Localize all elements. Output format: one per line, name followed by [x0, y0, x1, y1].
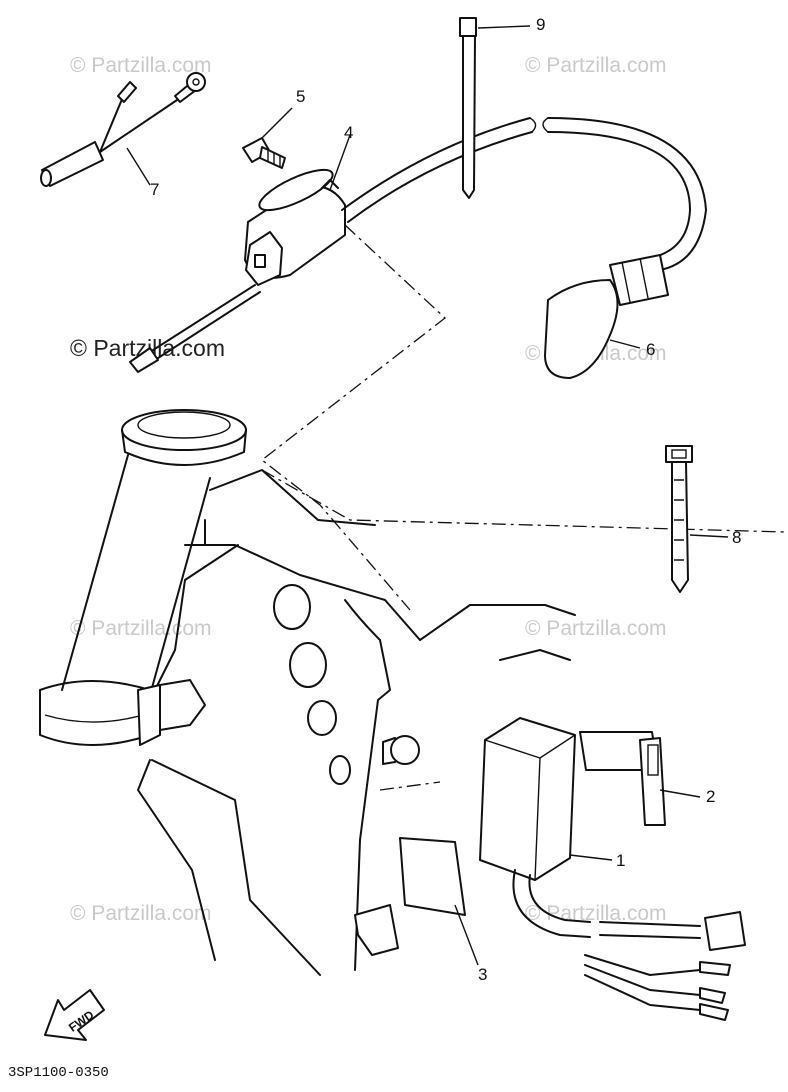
callouts: 1 2 3 4 5 6 7 8 9: [150, 15, 741, 984]
frame: [39, 409, 576, 976]
assembly-leaders: [260, 224, 786, 791]
callout-8: 8: [732, 528, 741, 547]
part-9-cable-tie: [459, 17, 531, 199]
part-6-plug-cap: [544, 254, 669, 379]
watermark: © Partzilla.com: [70, 902, 212, 925]
watermark: © Partzilla.com: [525, 617, 667, 640]
watermark: © Partzilla.com: [70, 54, 212, 77]
callout-3: 3: [478, 965, 487, 984]
arrow-left-down-icon: [44, 989, 105, 1041]
callout-9: 9: [536, 15, 545, 34]
part-3-pad: [399, 837, 479, 966]
callout-7: 7: [150, 180, 159, 199]
callout-1: 1: [616, 851, 625, 870]
watermarks: © Partzilla.com © Partzilla.com © Partzi…: [70, 54, 667, 925]
callout-4: 4: [344, 123, 353, 142]
callout-5: 5: [296, 87, 305, 106]
part-2-clamp: [579, 731, 701, 826]
watermark: © Partzilla.com: [525, 54, 667, 77]
watermark: © Partzilla.com: [70, 617, 212, 640]
diagram-code: 3SP1100-0350: [8, 1065, 109, 1081]
part-5-bolt: [242, 107, 293, 169]
callout-2: 2: [706, 787, 715, 806]
part-1-cdi-unit: [479, 717, 746, 1021]
callout-6: 6: [646, 340, 655, 359]
fwd-indicator: FWD: [44, 989, 105, 1041]
part-4-ignition-coil: [129, 117, 707, 373]
part-8-cable-tie: [665, 445, 729, 593]
part-7-wire-lead: [40, 72, 206, 187]
